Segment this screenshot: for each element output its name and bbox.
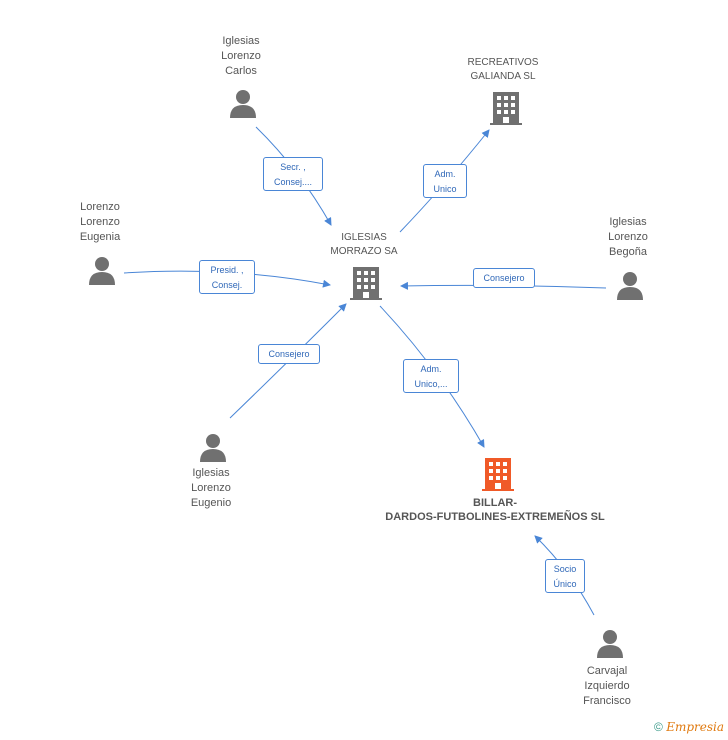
- person-icon[interactable]: [199, 432, 227, 462]
- footer-brand: © Empresia: [654, 720, 724, 734]
- person-icon[interactable]: [596, 628, 624, 658]
- copyright-icon: ©: [654, 720, 663, 734]
- person-icon[interactable]: [229, 88, 257, 118]
- edge-label-carlos-role[interactable]: Secr. , Consej....: [263, 157, 323, 191]
- building-icon[interactable]: [350, 265, 382, 301]
- person-label-eugenio[interactable]: Iglesias Lorenzo Eugenio: [190, 467, 232, 509]
- company-label-recreativos[interactable]: RECREATIVOS GALIANDA SL: [467, 57, 539, 82]
- person-label-carlos[interactable]: Iglesias Lorenzo Carlos: [221, 35, 261, 77]
- company-label-iglesias-morrazo[interactable]: IGLESIAS MORRAZO SA: [330, 232, 398, 257]
- building-icon-highlighted[interactable]: [482, 456, 514, 492]
- person-icon[interactable]: [88, 255, 116, 285]
- building-icon[interactable]: [490, 90, 522, 126]
- edge-label-billar-role[interactable]: Adm. Unico,...: [403, 359, 459, 393]
- edge-label-begona-role[interactable]: Consejero: [473, 268, 535, 288]
- edge-label-eugenia-role[interactable]: Presid. , Consej.: [199, 260, 255, 294]
- edge-label-francisco-role[interactable]: Socio Único: [545, 559, 585, 593]
- person-icon[interactable]: [616, 270, 644, 300]
- edge-label-recreativos-role[interactable]: Adm. Unico: [423, 164, 467, 198]
- person-label-eugenia[interactable]: Lorenzo Lorenzo Eugenia: [79, 201, 121, 243]
- person-label-francisco[interactable]: Carvajal Izquierdo Francisco: [583, 665, 631, 707]
- company-label-billar[interactable]: BILLAR- DARDOS-FUTBOLINES-EXTREMEÑOS SL: [385, 497, 605, 523]
- brand-logo: Empresia: [666, 720, 724, 734]
- edge-label-eugenio-role[interactable]: Consejero: [258, 344, 320, 364]
- person-label-begona[interactable]: Iglesias Lorenzo Begoña: [608, 216, 648, 258]
